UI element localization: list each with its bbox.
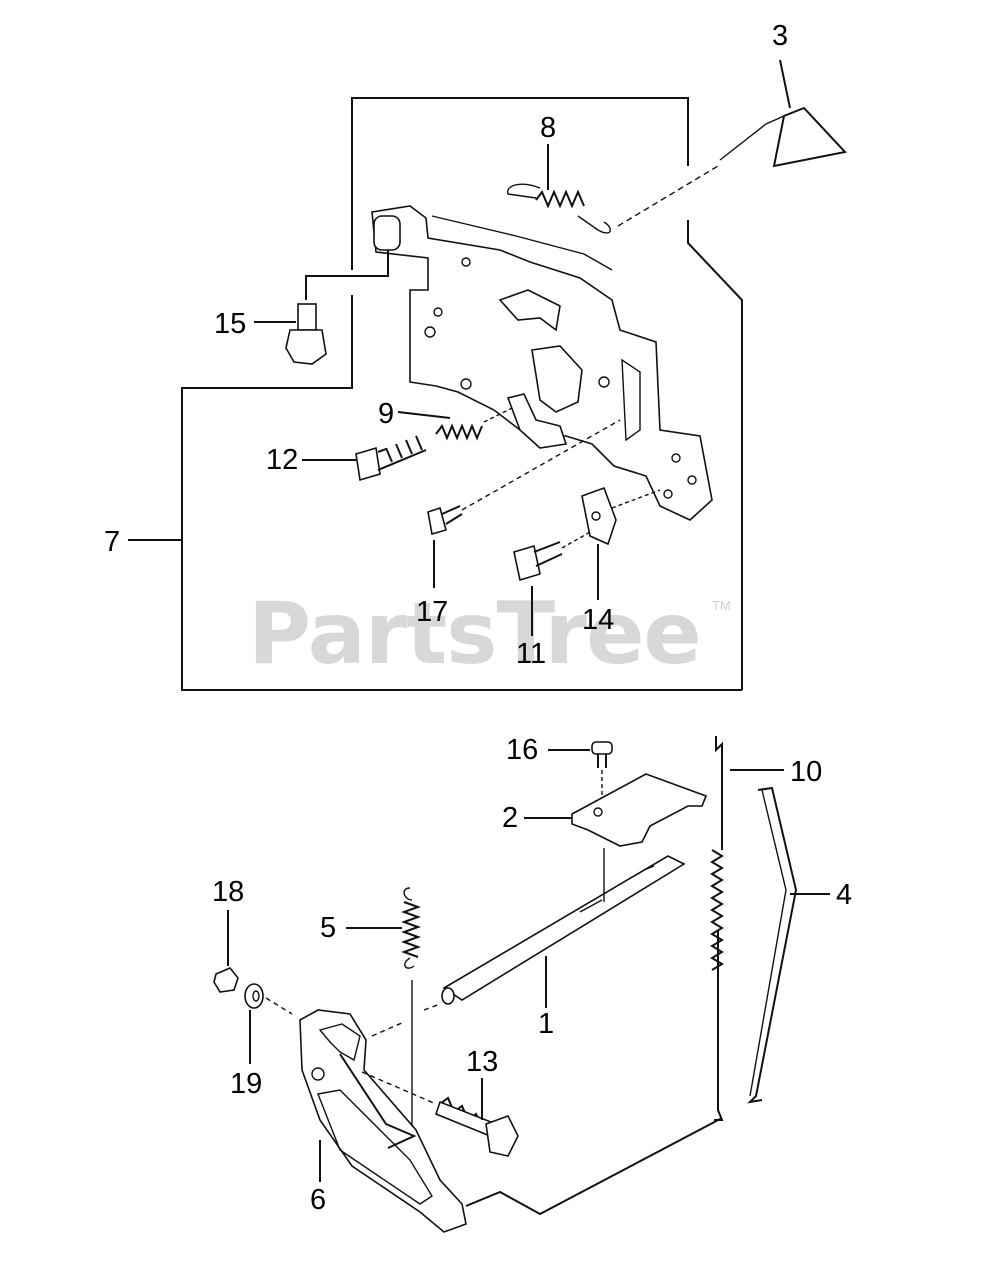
part-6-lever [299,1009,723,1233]
governor-plate [371,205,713,521]
callout-18: 18 [212,876,245,908]
part-17-screw [427,419,621,588]
trademark-mark: TM [712,598,731,613]
callout-14: 14 [582,604,615,636]
callout-3: 3 [772,20,789,52]
callout-6: 6 [310,1184,327,1216]
partstree-watermark: PartsTree [248,584,702,684]
callout-10: 10 [790,756,823,788]
callout-5: 5 [320,912,337,944]
assembly-7-frame [128,97,743,691]
callout-4: 4 [836,879,853,911]
callout-7: 7 [104,526,121,558]
callout-9: 9 [378,398,395,430]
part-15-bolt [254,250,389,365]
callout-1: 1 [538,1008,555,1040]
part-3-wire-clip [719,59,847,168]
callout-11: 11 [516,638,547,670]
callout-12: 12 [266,444,299,476]
part-5-spring [346,887,421,1136]
part-14-bracket [581,486,661,600]
part-13-bolt [361,1071,519,1157]
part-18-nut [213,910,239,993]
part-8-spring [506,144,719,234]
callout-19: 19 [230,1068,263,1100]
part-19-washer [244,983,293,1064]
callout-8: 8 [540,112,557,144]
part-12-bolt [302,435,427,482]
callout-2: 2 [502,802,519,834]
callout-17: 17 [416,596,449,628]
part-9-spring [397,407,513,441]
callout-15: 15 [214,308,247,340]
part-2-plate [524,773,708,847]
part-1-shaft [371,848,686,1037]
callout-16: 16 [506,734,539,766]
callout-13: 13 [466,1046,499,1078]
part-11-bolt [513,531,591,636]
part-16-screw [548,741,613,806]
part-4-rod [747,786,830,1104]
